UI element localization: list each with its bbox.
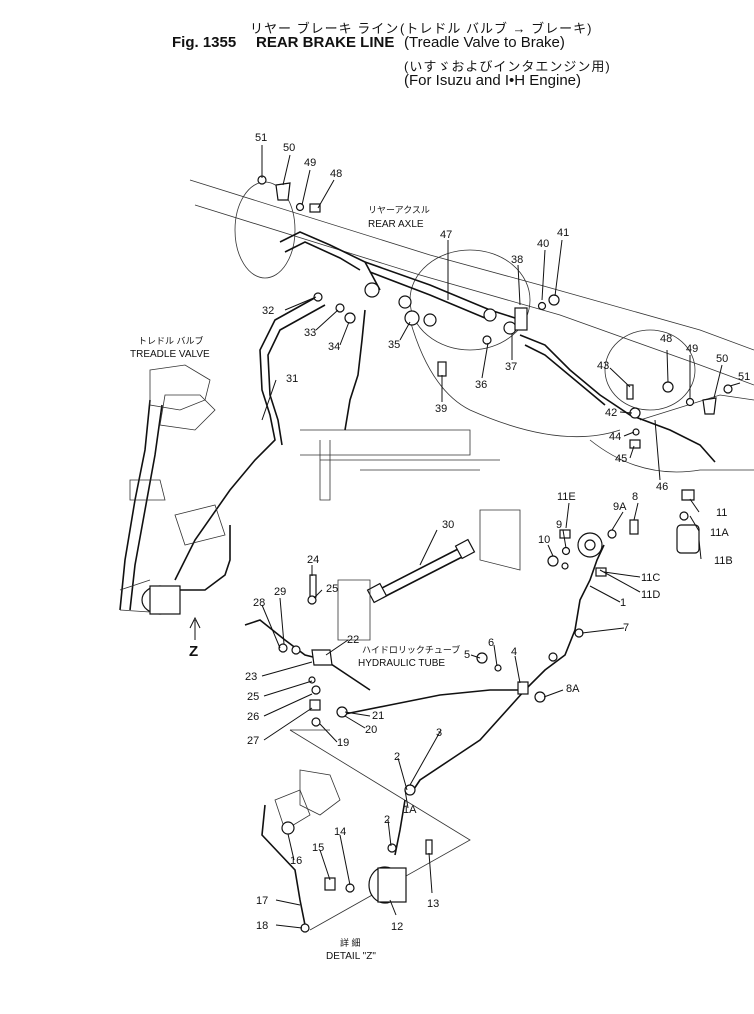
callout-42: 42 (605, 407, 617, 419)
callout-38: 38 (511, 254, 523, 266)
detail-label-jp: 詳 細 (340, 937, 361, 948)
rear-axle-label-jp: リヤーアクスル (368, 205, 430, 215)
callout-43: 43 (597, 360, 609, 372)
callout-40: 40 (537, 238, 549, 250)
callout-23: 23 (245, 671, 257, 683)
title-en-paren2: (For Isuzu and I•H Engine) (404, 72, 581, 89)
callout-16: 16 (290, 855, 302, 867)
callout-11: 11 (716, 507, 727, 519)
callout-32: 32 (262, 305, 274, 317)
callout-28: 28 (253, 597, 265, 609)
brake-hose-30 (366, 509, 521, 604)
callout-24: 24 (307, 554, 319, 566)
callout-47: 47 (440, 229, 452, 241)
callout-27: 27 (247, 735, 259, 747)
callout-20: 20 (365, 724, 377, 736)
callout-51: 51 (255, 132, 267, 144)
callout-9: 9 (556, 519, 562, 531)
callout-11b: 11B (714, 555, 733, 567)
callout-6: 6 (488, 637, 494, 649)
treadle-valve-assembly (119, 364, 226, 615)
title-en-paren1: (Treadle Valve to Brake) (404, 34, 565, 51)
brake-pipes (119, 231, 716, 796)
treadle-valve-label-en: TREADLE VALVE (130, 349, 210, 360)
callout-2-detail: 2 (384, 814, 390, 826)
callout-36: 36 (475, 379, 487, 391)
callout-11a: 11A (710, 527, 729, 539)
detail-label-en: DETAIL "Z" (326, 951, 376, 962)
callout-35: 35 (388, 339, 400, 351)
callout-19: 19 (337, 737, 349, 749)
callout-11d: 11D (641, 589, 660, 601)
callout-41: 41 (557, 227, 569, 239)
callout-5: 5 (464, 649, 470, 661)
title-jp-line1: リヤー ブレーキ ライン (250, 21, 400, 36)
callout-8a: 8A (566, 683, 580, 695)
leader-lines (261, 145, 741, 929)
callout-49: 49 (304, 157, 316, 169)
callout-33: 33 (304, 327, 316, 339)
callout-50-right: 50 (716, 353, 728, 365)
callout-14: 14 (334, 826, 346, 838)
callout-1a: 1A (403, 804, 417, 816)
rear-axle-housing (189, 179, 754, 473)
part-callouts: 51 50 49 48 47 38 40 41 32 33 34 35 36 3… (245, 132, 750, 933)
callout-39: 39 (435, 403, 447, 415)
callout-2: 2 (394, 751, 400, 763)
view-z-arrow (189, 616, 201, 640)
callout-37: 37 (505, 361, 517, 373)
hydraulic-tube-label-jp: ハイドロリックチューブ (362, 644, 460, 655)
callout-1: 1 (620, 597, 626, 609)
callout-7: 7 (623, 622, 629, 634)
callout-18: 18 (256, 920, 268, 932)
callout-17: 17 (256, 895, 268, 907)
callout-50: 50 (283, 142, 295, 154)
callout-30: 30 (442, 519, 454, 531)
title-jp-paren2: (いすゞおよびインタエンジン用) (404, 59, 611, 74)
callout-26: 26 (247, 711, 259, 723)
section-labels: リヤーアクスル REAR AXLE トレドル バルブ TREADLE VALVE… (130, 205, 460, 962)
callout-11c: 11C (641, 572, 660, 584)
title-en-line1: REAR BRAKE LINE (256, 34, 395, 51)
callout-3: 3 (436, 727, 442, 739)
callout-48-right: 48 (660, 333, 672, 345)
view-z-label: Z (189, 643, 198, 660)
callout-48: 48 (330, 168, 342, 180)
callout-31: 31 (286, 373, 298, 385)
callout-13: 13 (427, 898, 439, 910)
callout-29: 29 (274, 586, 286, 598)
callout-34: 34 (328, 341, 340, 353)
fig-number: Fig. 1355 (172, 34, 237, 51)
callout-4: 4 (511, 646, 517, 658)
callout-45: 45 (615, 453, 627, 465)
callout-51-right: 51 (738, 371, 750, 383)
callout-11e: 11E (557, 491, 576, 503)
callout-49-right: 49 (686, 343, 698, 355)
callout-25: 25 (326, 583, 338, 595)
rear-axle-label-en: REAR AXLE (368, 219, 424, 230)
treadle-valve-label-jp: トレドル バルブ (138, 335, 204, 346)
frame-cross-member (300, 429, 500, 501)
detail-z-assembly (261, 729, 471, 931)
callout-8: 8 (632, 491, 638, 503)
small-parts (257, 175, 733, 933)
callout-9a: 9A (613, 501, 627, 513)
title-jp-paren1: (トレドル バルブ → ブレーキ) (400, 21, 593, 36)
callout-15: 15 (312, 842, 324, 854)
hydraulic-tube-label-en: HYDRAULIC TUBE (358, 658, 445, 669)
callout-44: 44 (609, 431, 621, 443)
callout-46: 46 (656, 481, 668, 493)
callout-10: 10 (538, 534, 550, 546)
callout-25-lower: 25 (247, 691, 259, 703)
callout-12: 12 (391, 921, 403, 933)
callout-21: 21 (372, 710, 384, 722)
callout-22: 22 (347, 634, 359, 646)
